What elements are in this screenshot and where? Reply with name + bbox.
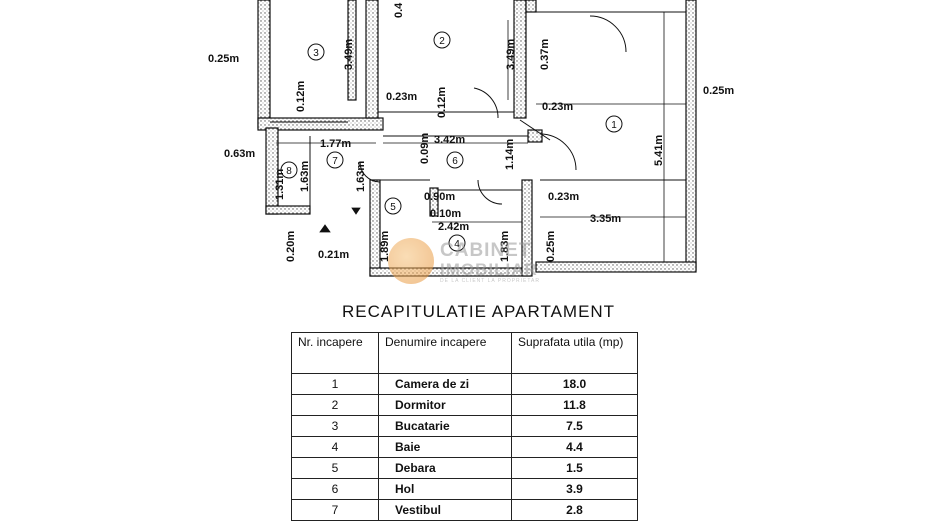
watermark-line1: CABINET xyxy=(440,240,532,261)
watermark-line2: IMOBILIAR xyxy=(440,260,538,279)
dimension-label: 0.90m xyxy=(424,191,455,203)
dimension-label: 0.09m xyxy=(419,133,431,164)
interior-lines xyxy=(270,11,686,206)
room-number: 8 xyxy=(286,166,292,177)
dimension-label: 5.41m xyxy=(653,135,665,166)
summary-title: RECAPITULATIE APARTAMENT xyxy=(342,302,616,321)
room-marker xyxy=(605,115,623,133)
table-row: 5 Debara 1.5 xyxy=(291,457,638,479)
dimension-label: 0.25m xyxy=(545,231,557,262)
dimension-label: 0.25m xyxy=(208,53,239,65)
room-area: 1.5 xyxy=(511,457,638,479)
header-area: Suprafata utila (mp) xyxy=(511,332,638,374)
room-name: Camera de zi xyxy=(378,373,512,395)
watermark-line3: DE LA CLIENT LA PROPRIETAR xyxy=(440,278,541,284)
dimension-label: 0.63m xyxy=(224,148,255,160)
dimension-label: 3.42m xyxy=(434,134,465,146)
room-number: 7 xyxy=(332,156,338,167)
room-markers xyxy=(280,31,623,252)
room-number: 1 xyxy=(611,120,617,131)
room-nr: 1 xyxy=(291,373,379,395)
room-name: Baie xyxy=(378,436,512,458)
room-marker xyxy=(433,31,451,49)
room-area: 18.0 xyxy=(511,373,638,395)
summary-table: Nr. incapere Denumire incapere Suprafata… xyxy=(291,332,638,521)
table-row: 1 Camera de zi 18.0 xyxy=(291,373,638,395)
room-name: Vestibul xyxy=(378,499,512,521)
room-nr: 3 xyxy=(291,415,379,437)
room-marker xyxy=(307,43,325,61)
room-nr: 6 xyxy=(291,478,379,500)
room-marker xyxy=(448,234,466,252)
dimension-label: 0.4 xyxy=(393,2,405,18)
floor-plan: 3 2 1 6 7 5 4 8 0.25m 0.23m 0.23m 0.25m … xyxy=(208,0,734,277)
dimension-label: 0.20m xyxy=(285,231,297,262)
dimension-label: 1.14m xyxy=(504,139,516,170)
header-name: Denumire incapere xyxy=(378,332,512,374)
table-header-row: Nr. incapere Denumire incapere Suprafata… xyxy=(291,332,638,374)
room-marker xyxy=(384,197,402,215)
room-nr: 7 xyxy=(291,499,379,521)
watermark-logo-icon xyxy=(388,238,434,284)
room-area: 11.8 xyxy=(511,394,638,416)
room-number: 5 xyxy=(390,202,396,213)
room-number: 4 xyxy=(454,239,460,250)
room-marker xyxy=(280,161,298,179)
table-row: 7 Vestibul 2.8 xyxy=(291,499,638,521)
room-name: Bucatarie xyxy=(378,415,512,437)
dimension-label: 0.37m xyxy=(539,39,551,70)
dimension-label: 0.21m xyxy=(318,249,349,261)
room-marker xyxy=(326,151,344,169)
dimension-label: 0.12m xyxy=(436,87,448,118)
dimension-label: 0.25m xyxy=(703,85,734,97)
dimension-label: 0.23m xyxy=(386,91,417,103)
dimension-label: 0.23m xyxy=(542,101,573,113)
table-row: 2 Dormitor 11.8 xyxy=(291,394,638,416)
table-row: 4 Baie 4.4 xyxy=(291,436,638,458)
table-row: 3 Bucatarie 7.5 xyxy=(291,415,638,437)
dimension-label: 0.23m xyxy=(548,191,579,203)
room-area: 3.9 xyxy=(511,478,638,500)
dimension-label: 3.49m xyxy=(343,39,355,70)
room-nr: 2 xyxy=(291,394,379,416)
table-row: 6 Hol 3.9 xyxy=(291,478,638,500)
walls xyxy=(257,0,697,277)
dimension-label: 2.42m xyxy=(438,221,469,233)
header-nr: Nr. incapere xyxy=(291,332,379,374)
dimension-label: 1.63m xyxy=(299,161,311,192)
dimension-label: 0.10m xyxy=(430,208,461,220)
watermark: CABINET IMOBILIAR DE LA CLIENT LA PROPRI… xyxy=(388,238,568,288)
room-name: Dormitor xyxy=(378,394,512,416)
room-number: 2 xyxy=(439,36,445,47)
dimension-label: 1.31m xyxy=(274,169,286,200)
room-name: Hol xyxy=(378,478,512,500)
dimension-label: 1.63m xyxy=(355,161,367,192)
room-number: 6 xyxy=(452,156,458,167)
dimension-label: 0.12m xyxy=(295,81,307,112)
room-marker xyxy=(446,151,464,169)
room-number: 3 xyxy=(313,48,319,59)
dimension-label: 3.35m xyxy=(590,213,621,225)
room-name: Debara xyxy=(378,457,512,479)
room-nr: 5 xyxy=(291,457,379,479)
dimension-label: 1.83m xyxy=(499,231,511,262)
room-area: 4.4 xyxy=(511,436,638,458)
dimension-label: 3.49m xyxy=(505,39,517,70)
dimension-lines xyxy=(276,12,686,262)
room-area: 2.8 xyxy=(511,499,638,521)
room-area: 7.5 xyxy=(511,415,638,437)
dimension-label: 1.77m xyxy=(320,138,351,150)
room-nr: 4 xyxy=(291,436,379,458)
